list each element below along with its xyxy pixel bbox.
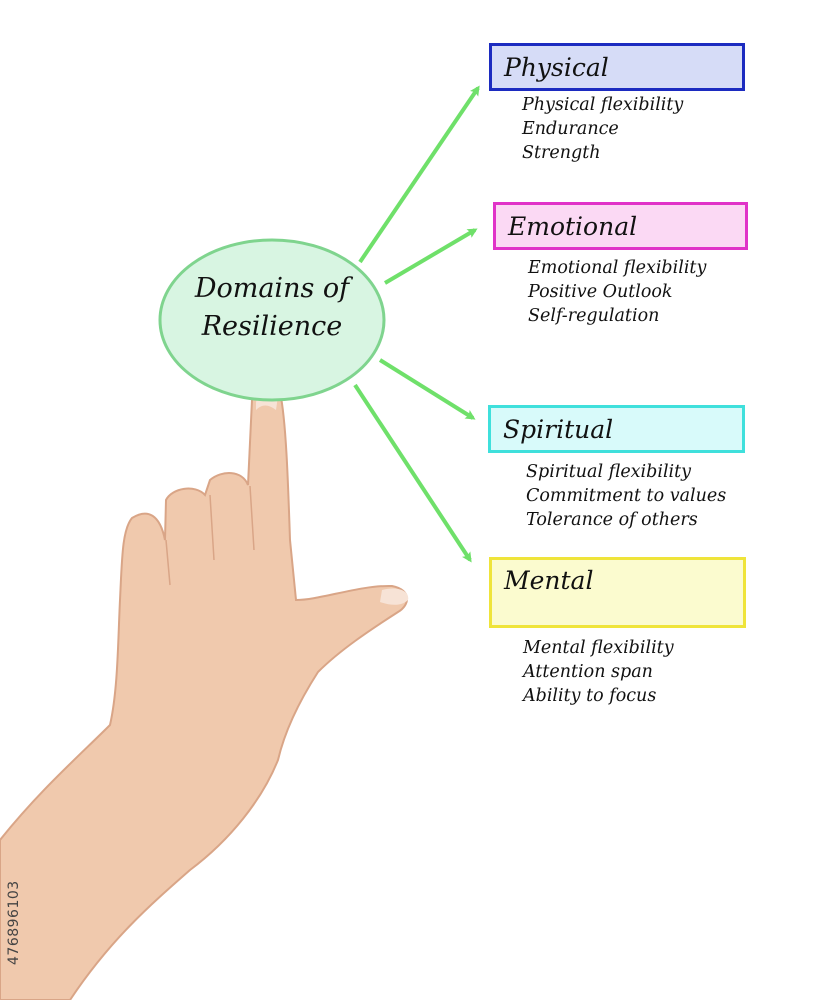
- domain-box-physical: Physical: [489, 43, 745, 91]
- stock-image-id: 476896103: [6, 880, 22, 965]
- list-item: Tolerance of others: [526, 510, 698, 530]
- domain-box-mental: Mental: [489, 557, 746, 628]
- list-item: Commitment to values: [526, 486, 727, 506]
- domain-box-emotional: Emotional: [493, 202, 748, 250]
- list-item: Positive Outlook: [528, 282, 673, 302]
- center-ellipse: [158, 238, 386, 402]
- list-item: Ability to focus: [523, 686, 657, 706]
- domain-title-physical: Physical: [504, 52, 609, 82]
- domain-title-emotional: Emotional: [508, 211, 638, 241]
- pointing-hand-illustration: [0, 383, 409, 1000]
- arrow-physical: [358, 85, 480, 264]
- arrow-mental: [353, 383, 472, 563]
- list-item: Mental flexibility: [523, 638, 674, 658]
- domain-box-spiritual: Spiritual: [488, 405, 745, 453]
- list-item: Strength: [522, 143, 601, 163]
- domain-items-physical: Physical flexibility Endurance Strength: [522, 93, 683, 165]
- arrow-emotional: [383, 228, 478, 285]
- center-label-line1: Domains of: [194, 273, 350, 304]
- list-item: Spiritual flexibility: [526, 462, 692, 482]
- center-label-line2: Resilience: [201, 311, 343, 342]
- domain-title-spiritual: Spiritual: [503, 414, 614, 444]
- list-item: Emotional flexibility: [528, 258, 707, 278]
- arrow-spiritual: [378, 358, 476, 420]
- connector-arrows: [353, 85, 480, 563]
- list-item: Self-regulation: [528, 306, 660, 326]
- domain-items-emotional: Emotional flexibility Positive Outlook S…: [528, 256, 706, 328]
- center-label: Domains of Resilience: [160, 270, 384, 346]
- list-item: Endurance: [522, 119, 619, 139]
- domain-items-mental: Mental flexibility Attention span Abilit…: [523, 636, 674, 708]
- list-item: Physical flexibility: [522, 95, 684, 115]
- domain-items-spiritual: Spiritual flexibility Commitment to valu…: [526, 460, 726, 532]
- domain-title-mental: Mental: [504, 566, 594, 595]
- list-item: Attention span: [523, 662, 653, 682]
